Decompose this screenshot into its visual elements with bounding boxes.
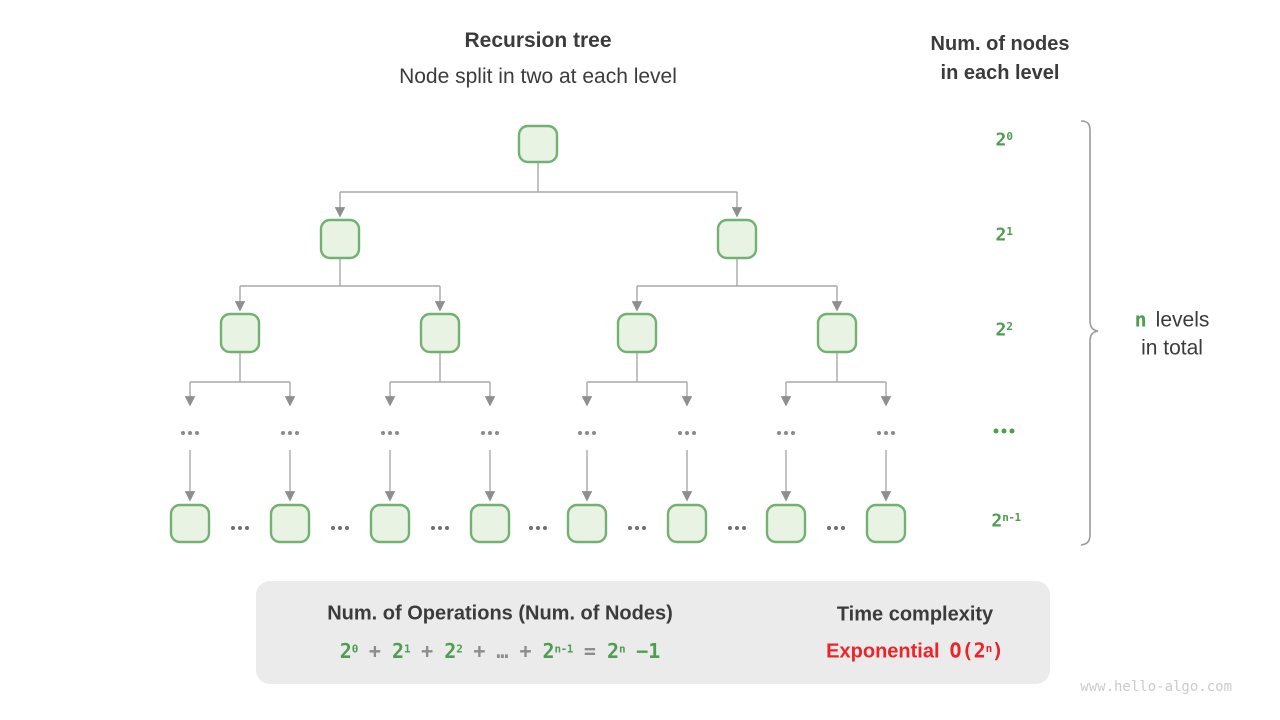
level-count-label: 20 (995, 129, 1013, 151)
ellipsis (777, 431, 795, 435)
formula-token: 20 (339, 639, 359, 663)
ellipsis (628, 526, 646, 530)
connector (786, 352, 886, 383)
connector (340, 162, 737, 193)
formula-token: 2n (606, 639, 626, 663)
ellipsis (181, 431, 199, 435)
formula-token: + (368, 639, 381, 663)
ellipsis (877, 431, 895, 435)
tree-node-leaf (169, 503, 211, 544)
connector (637, 258, 837, 287)
formula-token: 21 (391, 639, 411, 663)
formula-token: … (496, 639, 509, 663)
connector (190, 352, 290, 383)
ellipsis (678, 431, 696, 435)
levels-brace (1080, 120, 1099, 546)
ellipsis (728, 526, 746, 530)
tree-node (319, 218, 361, 260)
tree-node-leaf (765, 503, 807, 544)
ellipsis (381, 431, 399, 435)
tree-node-leaf (369, 503, 411, 544)
tree-node-leaf (269, 503, 311, 544)
level-count-ellipsis (993, 428, 1015, 434)
ellipsis (529, 526, 547, 530)
connector (390, 352, 490, 383)
ellipsis (827, 526, 845, 530)
ellipsis (431, 526, 449, 530)
formula: 20 +21 +22 + … +2n-1 = 2n −1 (340, 639, 660, 663)
ellipsis (231, 526, 249, 530)
operations-title: Num. of Operations (Num. of Nodes) (327, 602, 673, 625)
formula-token: −1 (636, 639, 661, 663)
level-count-label: 2n-1 (991, 510, 1021, 532)
formula-token: + (421, 639, 434, 663)
connector (587, 352, 687, 383)
level-count-label: 21 (995, 224, 1013, 246)
tree-node-leaf (469, 503, 511, 544)
formula-token: + (519, 639, 532, 663)
ellipsis (481, 431, 499, 435)
connector (240, 258, 440, 287)
formula-token: 2n-1 (542, 639, 574, 663)
tree-node (219, 312, 261, 354)
big-o-notation: O(2n) (949, 638, 1004, 663)
formula-token: + (473, 639, 486, 663)
nodes-per-level-header: Num. of nodes in each level (931, 30, 1070, 88)
time-complexity-title: Time complexity (836, 603, 994, 626)
tree-node-leaf (666, 503, 708, 544)
ellipsis (331, 526, 349, 530)
ellipsis (578, 431, 596, 435)
complexity-result: Exponential O(2n) (826, 639, 1004, 664)
level-count-label: 22 (995, 319, 1013, 341)
diagram-title: Recursion tree (464, 29, 612, 52)
summary-box (256, 581, 1050, 684)
tree-node (419, 312, 461, 354)
nodes-per-level-line2: in each level (940, 62, 1060, 84)
tree-node-root (517, 124, 559, 164)
tree-node (616, 312, 658, 354)
complexity-word: Exponential (826, 640, 940, 663)
tree-node (816, 312, 858, 354)
tree-node-leaf (566, 503, 608, 544)
diagram-subtitle: Node split in two at each level (399, 65, 677, 88)
tree-node-leaf (865, 503, 907, 544)
tree-node (716, 218, 758, 260)
ellipsis (281, 431, 299, 435)
formula-token: = (583, 639, 596, 663)
nodes-per-level-line1: Num. of nodes (930, 33, 1070, 55)
formula-token: 22 (444, 639, 463, 663)
n-variable: n (1134, 307, 1147, 332)
watermark: www.hello-algo.com (1080, 679, 1232, 695)
